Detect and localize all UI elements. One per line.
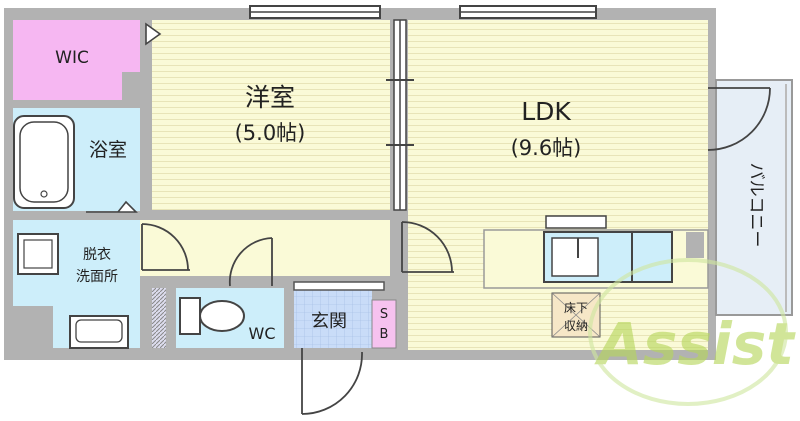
label-dressing-line1: 脱衣 bbox=[83, 247, 111, 263]
door-bath bbox=[86, 200, 138, 213]
washing-machine bbox=[17, 233, 59, 275]
label-western-room: 洋室 bbox=[245, 83, 295, 112]
wash-basin bbox=[69, 315, 129, 349]
door-balcony bbox=[707, 87, 771, 151]
hall-area bbox=[140, 220, 390, 276]
label-ldk-size: (9.6帖) bbox=[511, 136, 582, 160]
label-shoe-box-line2: B bbox=[380, 327, 389, 342]
pipe-shaft bbox=[152, 288, 166, 348]
wic-shelf bbox=[122, 72, 140, 100]
label-ldk: LDK bbox=[521, 97, 571, 126]
wic-area bbox=[13, 20, 140, 100]
label-balcony: バルコニー bbox=[746, 163, 766, 248]
label-entrance: 玄関 bbox=[311, 311, 347, 332]
door-entrance bbox=[301, 348, 363, 415]
fridge-space bbox=[686, 232, 704, 258]
door-ldk bbox=[401, 221, 454, 273]
entrance-area bbox=[294, 290, 372, 348]
label-storage-line1: 床下 bbox=[564, 301, 588, 315]
label-shoe-box-line1: S bbox=[380, 307, 388, 322]
entrance-step bbox=[293, 281, 385, 291]
toilet bbox=[179, 297, 201, 335]
laundry-pan bbox=[13, 306, 53, 348]
shoe-box-area bbox=[371, 299, 397, 349]
label-bath: 浴室 bbox=[89, 139, 127, 161]
balcony-area bbox=[715, 79, 793, 316]
kitchen-stove bbox=[631, 231, 673, 283]
watermark-text: Assist bbox=[594, 310, 796, 378]
label-storage-line2: 収納 bbox=[564, 319, 588, 333]
assist-watermark: Assist bbox=[588, 258, 796, 406]
door-dressing bbox=[141, 223, 190, 271]
label-wic: WIC bbox=[55, 48, 89, 68]
western-room-area bbox=[152, 20, 390, 210]
door-wc bbox=[228, 237, 273, 287]
range-hood bbox=[545, 215, 607, 229]
door-wic bbox=[145, 22, 162, 46]
label-western-room-size: (5.0帖) bbox=[235, 121, 306, 145]
label-dressing-line2: 洗面所 bbox=[76, 269, 118, 285]
label-wc: WC bbox=[249, 324, 276, 343]
